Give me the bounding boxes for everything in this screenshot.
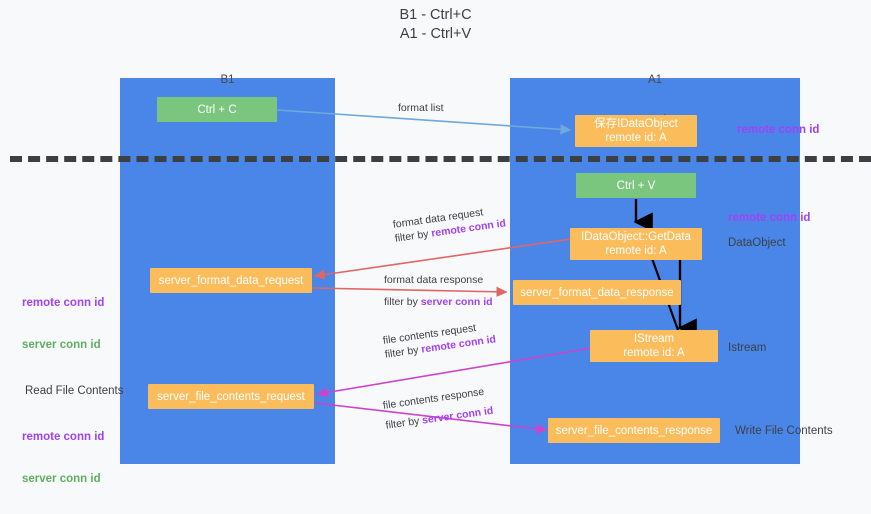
filter-prefix: filter by [384, 296, 421, 308]
diagram-title: B1 - Ctrl+C A1 - Ctrl+V [399, 7, 472, 42]
node-save-idataobject-line2: remote id: A [605, 132, 667, 144]
node-server-format-data-request-label: server_format_data_request [158, 274, 304, 287]
node-istream[interactable]: IStream remote id: A [590, 330, 718, 362]
annotation-right-istream: Istream [728, 342, 767, 354]
node-ctrl-v[interactable]: Ctrl + V [576, 173, 696, 198]
node-idataobject-getdata-line1: IDataObject::GetData [581, 231, 691, 243]
node-server-file-contents-request[interactable]: server_file_contents_request [148, 384, 314, 409]
node-server-format-data-response-label: server_format_data_response [520, 286, 674, 299]
node-istream-line1: IStream [633, 333, 675, 345]
edge-label-file-contents-response: file contents response filter by server … [382, 384, 494, 433]
filter-prefix: filter by [394, 227, 433, 245]
node-server-format-data-response[interactable]: server_format_data_response [513, 280, 681, 305]
annotation-right-remote-conn-id-mid: remote conn id [728, 212, 811, 224]
annotation-right-dataobject: DataObject [728, 237, 786, 249]
annotation-left-read-file-contents: Read File Contents [25, 385, 124, 397]
node-idataobject-getdata[interactable]: IDataObject::GetData remote id: A [570, 228, 702, 260]
column-header-a1-name: A1 [647, 74, 663, 86]
filter-key-server-conn-id: server conn id [420, 296, 493, 308]
annotation-right-remote-conn-id-top: remote conn id [737, 124, 820, 136]
edge-label-file-contents-request: file contents request filter by remote c… [382, 318, 497, 361]
annotation-left-server-conn-id-2: server conn id [22, 473, 101, 485]
node-ctrl-c[interactable]: Ctrl + C [157, 97, 277, 122]
annotation-left-conn-ids-top: remote conn id server conn id [22, 268, 104, 380]
edge-label-format-data-response-text: format data response [384, 274, 484, 286]
node-save-idataobject-line1: 保存IDataObject [594, 118, 678, 130]
diagram-canvas: B1 - Ctrl+C A1 - Ctrl+V B1 connection A1… [10, 7, 871, 485]
node-idataobject-getdata-line2: remote id: A [605, 245, 667, 257]
filter-prefix: filter by [384, 343, 423, 361]
node-server-file-contents-response-label: server_file_contents_response [555, 424, 713, 437]
annotation-left-remote-conn-id-2: remote conn id [22, 431, 105, 443]
annotation-left-server-conn-id: server conn id [22, 339, 101, 351]
annotation-right-write-file-contents: Write File Contents [735, 425, 833, 437]
edge-label-format-data-response: format data response filter by server co… [384, 273, 493, 309]
filter-key-server-conn-id: server conn id [421, 404, 495, 427]
edge-label-format-data-request: format data request filter by remote con… [392, 202, 507, 245]
node-ctrl-c-label: Ctrl + C [197, 103, 237, 116]
node-ctrl-v-label: Ctrl + V [616, 179, 656, 192]
node-server-format-data-request[interactable]: server_format_data_request [150, 268, 312, 293]
edge-label-format-data-response-filter: filter by server conn id [384, 295, 493, 309]
node-server-file-contents-request-label: server_file_contents_request [157, 390, 305, 403]
annotation-left-remote-conn-id: remote conn id [22, 297, 105, 309]
phase-divider [10, 156, 871, 162]
column-header-b1-name: B1 [220, 74, 235, 86]
node-save-idataobject[interactable]: 保存IDataObject remote id: A [575, 115, 697, 147]
edge-label-format-list: format list [398, 101, 444, 115]
filter-prefix: filter by [384, 414, 424, 432]
edge-label-format-list-text: format list [398, 102, 444, 114]
annotation-left-conn-ids-bottom: remote conn id server conn id [22, 402, 104, 514]
node-istream-line2: remote id: A [623, 347, 685, 359]
node-server-file-contents-response[interactable]: server_file_contents_response [548, 418, 720, 443]
